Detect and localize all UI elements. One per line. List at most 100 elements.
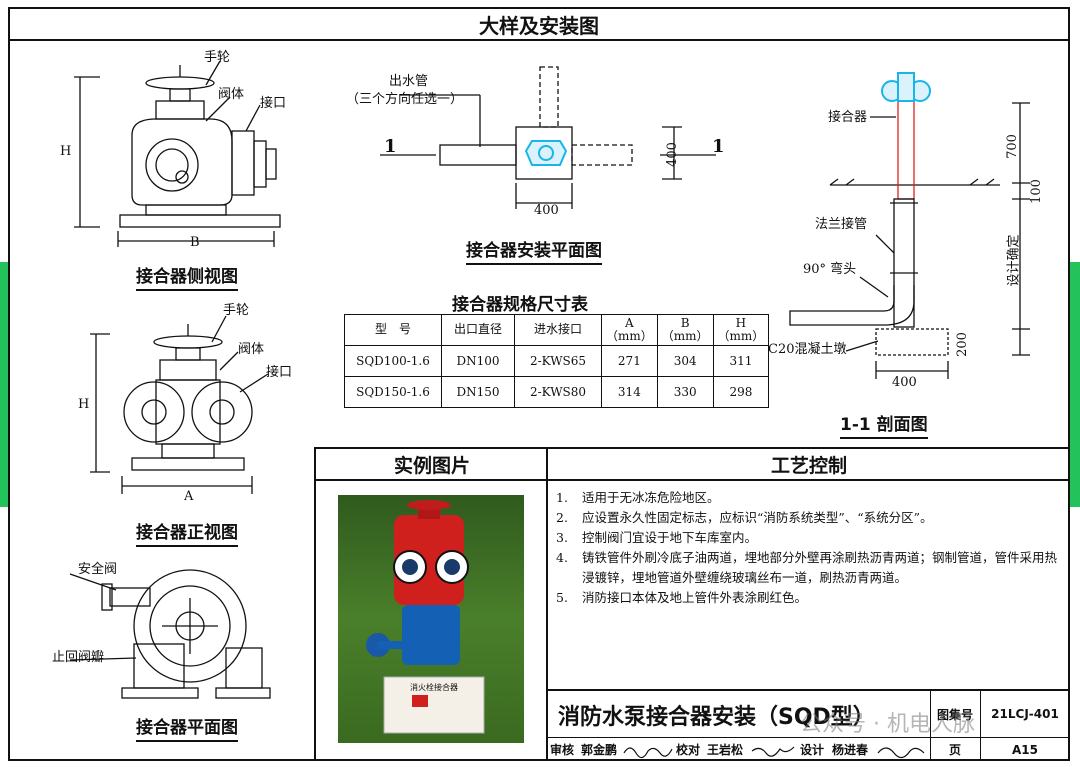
photo-sign-text: 消火栓接合器 [410,682,458,692]
right-green-band [1070,262,1080,507]
side-valve-body-label: 阀体 [218,87,245,102]
table-cell: DN100 [441,345,515,377]
note-number: 2. [556,510,568,525]
section-mark-left: 1 [384,136,397,157]
list-item: 1. 适用于无冰冻危险地区。 [556,488,1061,508]
outlet-note-label: （三个方向任选一） [346,92,464,107]
section-dim-design: 设计确定 [1006,234,1022,287]
side-h-label: H [60,144,72,159]
lower-divider [546,447,548,689]
review-label: 审核 [549,743,574,757]
note-text: 消防接口本体及地上管件外表涂刷红色。 [582,590,808,605]
title-block: 消防水泵接合器安装（SQD型） 图集号 21LCJ-401 审核 郭金鹏 校对 … [546,689,1070,761]
design-label: 设计 [799,743,824,757]
spec-table-header-row: 型 号 出口直径 进水接口 A（mm） B（mm） H（mm） [344,314,770,346]
side-view-drawing [74,60,281,247]
flange-label: 法兰接管 [815,217,868,232]
left-green-band [0,262,10,507]
outlet-pipe-label: 出水管 [389,74,429,89]
note-text: 适用于无冰冻危险地区。 [582,490,720,505]
reviewer-signature [623,747,673,759]
table-cell: 271 [601,345,658,377]
note-text: 铸铁管件外刷冷底子油两道，埋地部分外壁再涂刷热沥青两道；钢制管道，管件采用热浸镀… [582,550,1058,585]
table-cell: 314 [601,376,658,408]
spec-header-outlet: 出口直径 [441,314,515,346]
table-cell: 2-KWS65 [514,345,602,377]
front-handwheel-label: 手轮 [223,303,250,318]
atlas-label: 图集号 [936,707,973,722]
section-drawing [789,72,1030,379]
plan-view-drawing [69,569,271,699]
front-h-label: H [78,397,90,412]
table-cell: 311 [712,345,770,377]
example-title: 实例图片 [316,449,548,481]
checker-signature [751,746,795,757]
hydrant-photo: 消火栓接合器 [338,495,524,743]
section-mark-right: 1 [712,136,725,157]
side-handwheel-label: 手轮 [204,50,231,65]
section-dim-100: 100 [1028,179,1044,204]
elbow-label: 90° 弯头 [803,262,857,277]
table-cell: SQD100-1.6 [344,345,442,377]
page-label: 页 [948,743,961,757]
process-notes: 1. 适用于无冰冻危险地区。 2. 应设置永久性固定标志，应标识“消防系统类型”、“… [556,488,1061,608]
front-port-label: 接口 [266,365,293,380]
safety-valve-label: 安全阀 [78,562,118,577]
reviewer-name: 郭金鹏 [580,743,617,757]
check-label: 校对 [675,743,700,757]
table-cell: 330 [656,376,714,408]
connector-label: 接合器 [828,110,868,125]
note-text: 应设置永久性固定标志，应标识“消防系统类型”、“系统分区”。 [582,510,933,525]
watermark: 公众号 · 机电人脉 [800,712,975,737]
table-cell: DN150 [441,376,515,408]
process-title: 工艺控制 [548,449,1070,481]
spec-header-a: A（mm） [601,314,658,346]
install-dim-400-vertical: 400 [664,142,680,167]
note-number: 3. [556,530,568,545]
designer-signature [877,747,925,759]
side-view-caption: 接合器侧视图 [136,262,238,291]
spec-header-model: 型 号 [344,314,442,346]
note-text: 控制阀门宜设于地下车库室内。 [582,530,758,545]
concrete-label: C20混凝土墩 [768,342,847,357]
drawing-title: 消防水泵接合器安装（SQD型） [558,705,875,730]
checker-name: 王岩松 [706,743,743,757]
install-plan-caption: 接合器安装平面图 [466,236,602,265]
list-item: 3. 控制阀门宜设于地下车库室内。 [556,528,1061,548]
designer-name: 杨进春 [831,743,868,757]
table-cell: 298 [712,376,770,408]
list-item: 4. 铸铁管件外刷冷底子油两道，埋地部分外壁再涂刷热沥青两道；钢制管道，管件采用热… [556,548,1061,588]
install-plan-drawing [380,66,716,209]
side-b-label: B [190,235,200,250]
spec-table-title: 接合器规格尺寸表 [452,295,588,315]
side-port-label: 接口 [260,96,287,111]
table-row: SQD150-1.6 DN150 2-KWS80 314 330 298 [344,376,770,408]
section-dim-700: 700 [1004,134,1020,159]
table-row: SQD100-1.6 DN100 2-KWS65 271 304 311 [344,345,770,377]
tb-divider [930,691,931,761]
page-number: A15 [1012,742,1038,757]
table-cell: SQD150-1.6 [344,376,442,408]
section-dim-400: 400 [892,375,917,390]
spec-table: 型 号 出口直径 进水接口 A（mm） B（mm） H（mm） SQD100-1… [344,314,770,408]
spec-header-inlet: 进水接口 [514,314,602,346]
table-cell: 304 [656,345,714,377]
spec-header-h: H（mm） [712,314,770,346]
page-title: 大样及安装图 [8,7,1070,41]
install-dim-400-horizontal: 400 [534,203,559,218]
note-number: 4. [556,550,568,565]
front-valve-body-label: 阀体 [238,342,265,357]
lower-panel: 实例图片 工艺控制 [314,447,1070,761]
atlas-number: 21LCJ-401 [991,707,1059,721]
spec-header-b: B（mm） [656,314,714,346]
table-cell: 2-KWS80 [514,376,602,408]
front-view-drawing [90,315,269,494]
note-number: 1. [556,490,568,505]
front-a-label: A [184,489,194,504]
note-number: 5. [556,590,568,605]
front-view-caption: 接合器正视图 [136,518,238,547]
list-item: 5. 消防接口本体及地上管件外表涂刷红色。 [556,588,1061,608]
tb-divider [548,737,1070,738]
check-valve-label: 止回阀瓣 [52,650,105,665]
section-dim-200: 200 [954,332,970,357]
